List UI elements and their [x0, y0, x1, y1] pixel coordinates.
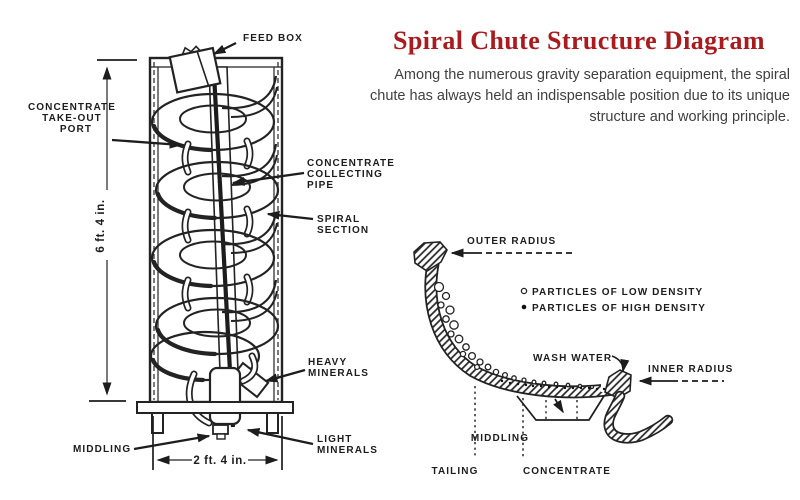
light-minerals-label-line2: MINERALS — [317, 445, 378, 456]
concentrate-zone-label: CONCENTRATE — [523, 466, 611, 477]
height-dimension: 6 ft. 4 in. — [89, 59, 137, 402]
concentrate-trough — [516, 395, 605, 421]
spiral-body — [136, 45, 294, 440]
middling-left-label-group: MIDDLING — [73, 433, 211, 455]
wash-water-label: WASH WATER — [533, 353, 612, 364]
takeout-port-label-line1: CONCENTRATE — [28, 102, 116, 113]
spiral-structure-diagram: 6 ft. 4 in. — [28, 33, 395, 470]
feed-box-label-group: FEED BOX — [212, 33, 303, 56]
inner-radius-label: INNER RADIUS — [648, 364, 733, 375]
heavy-minerals-label-line1: HEAVY — [308, 357, 347, 368]
product-zone-labels: MIDDLING TAILING CONCENTRATE — [432, 386, 611, 477]
low-density-particle-icon — [520, 287, 528, 295]
collecting-pipe-label-line3: PIPE — [307, 180, 334, 191]
outer-lip — [413, 241, 448, 272]
middling-left-label: MIDDLING — [73, 444, 131, 455]
trough-shape — [413, 241, 674, 444]
width-dimension-label: 2 ft. 4 in. — [193, 455, 246, 467]
page-title: Spiral Chute Structure Diagram — [393, 26, 765, 55]
collecting-pipe-label-group: CONCENTRATE COLLECTING PIPE — [231, 158, 395, 191]
feed-box-label: FEED BOX — [243, 33, 303, 44]
middling-zone-label: MIDDLING — [471, 433, 529, 444]
base-stand — [136, 401, 294, 434]
takeout-port-label-line2: TAKE-OUT — [42, 113, 102, 124]
takeout-port-label-group: CONCENTRATE TAKE-OUT PORT — [28, 102, 183, 149]
outer-radius-label: OUTER RADIUS — [467, 236, 556, 247]
tailing-zone-label: TAILING — [432, 466, 479, 477]
cross-section-diagram: OUTER RADIUS PARTICLES OF LOW DENSITY PA… — [413, 236, 733, 477]
feed-box-shape — [168, 45, 222, 94]
particle-legend: PARTICLES OF LOW DENSITY PARTICLES OF HI… — [520, 287, 706, 314]
spiral-section-label-group: SPIRAL SECTION — [266, 210, 369, 236]
page-description: Among the numerous gravity separation eq… — [370, 67, 790, 126]
wash-water-flow-arrow — [553, 398, 564, 414]
central-pipe — [210, 54, 236, 428]
high-density-particle-icon — [521, 304, 527, 310]
spiral-turn — [154, 279, 280, 357]
collecting-pipe-label-line1: CONCENTRATE — [307, 158, 395, 169]
spiral-section-label-line1: SPIRAL — [317, 214, 360, 225]
light-minerals-label-group: LIGHT MINERALS — [246, 428, 378, 456]
inner-radius-label-group: INNER RADIUS — [638, 364, 733, 386]
collecting-pipe-label-line2: COLLECTING — [307, 169, 383, 180]
header-block: Spiral Chute Structure Diagram Among the… — [368, 26, 790, 128]
outer-radius-label-group: OUTER RADIUS — [450, 236, 574, 258]
wash-water-label-group: WASH WATER — [533, 353, 630, 373]
height-dimension-label: 6 ft. 4 in. — [95, 199, 107, 252]
heavy-minerals-label-line2: MINERALS — [308, 368, 369, 379]
light-minerals-label-line1: LIGHT — [317, 434, 353, 445]
legend-low-density-label: PARTICLES OF LOW DENSITY — [532, 287, 703, 298]
width-dimension: 2 ft. 4 in. — [152, 416, 283, 470]
spiral-turn — [150, 211, 278, 312]
spiral-turn — [150, 75, 278, 176]
takeout-port-label-line3: PORT — [60, 124, 92, 135]
legend-high-density-label: PARTICLES OF HIGH DENSITY — [532, 303, 706, 314]
heavy-minerals-label-group: HEAVY MINERALS — [264, 357, 369, 383]
spiral-section-label-line2: SECTION — [317, 225, 369, 236]
spiral-turn — [154, 143, 280, 244]
particle-bed — [433, 281, 606, 391]
